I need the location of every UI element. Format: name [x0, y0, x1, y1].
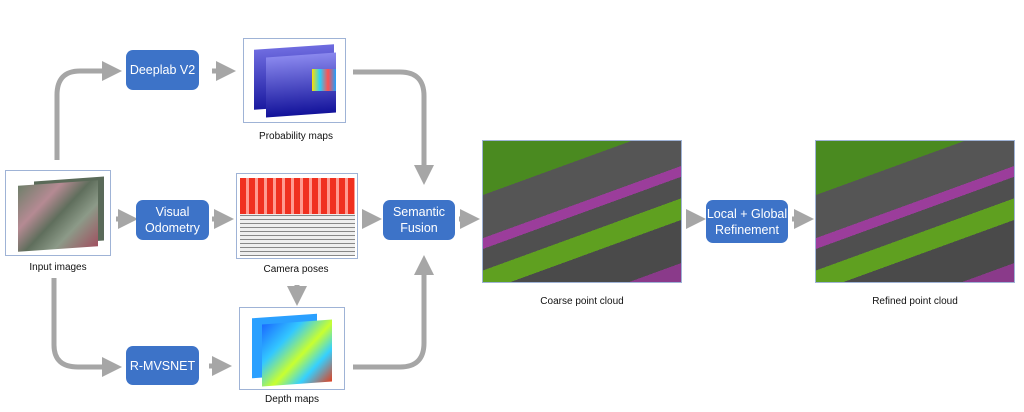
- probability-maps-label: Probability maps: [259, 131, 333, 142]
- coarse-point-cloud-image: [482, 140, 682, 283]
- refinement-node: Local + Global Refinement: [706, 200, 788, 243]
- depth-maps-label: Depth maps: [265, 394, 319, 405]
- refined-point-cloud-label: Refined point cloud: [872, 296, 958, 307]
- semantic-fusion-node: Semantic Fusion: [383, 200, 455, 240]
- coarse-point-cloud-label: Coarse point cloud: [540, 296, 624, 307]
- r-mvsnet-node: R-MVSNET: [126, 346, 199, 385]
- depth-maps-thumbnail: [239, 307, 345, 390]
- arrow-depth-to-fusion: [353, 255, 434, 370]
- deeplab-v2-node: Deeplab V2: [126, 50, 199, 90]
- probability-maps-thumbnail: [243, 38, 346, 123]
- camera-poses-label: Camera poses: [263, 264, 329, 275]
- camera-poses-thumbnail: [236, 173, 358, 259]
- input-images-label: Input images: [29, 262, 87, 273]
- refined-point-cloud-image: [815, 140, 1015, 283]
- input-images-thumbnail: [5, 170, 111, 256]
- arrow-input-to-deeplab: [54, 61, 122, 160]
- visual-odometry-node: Visual Odometry: [136, 200, 209, 240]
- arrow-prob-to-fusion: [353, 69, 434, 185]
- arrow-input-to-rmvsnet: [51, 278, 122, 377]
